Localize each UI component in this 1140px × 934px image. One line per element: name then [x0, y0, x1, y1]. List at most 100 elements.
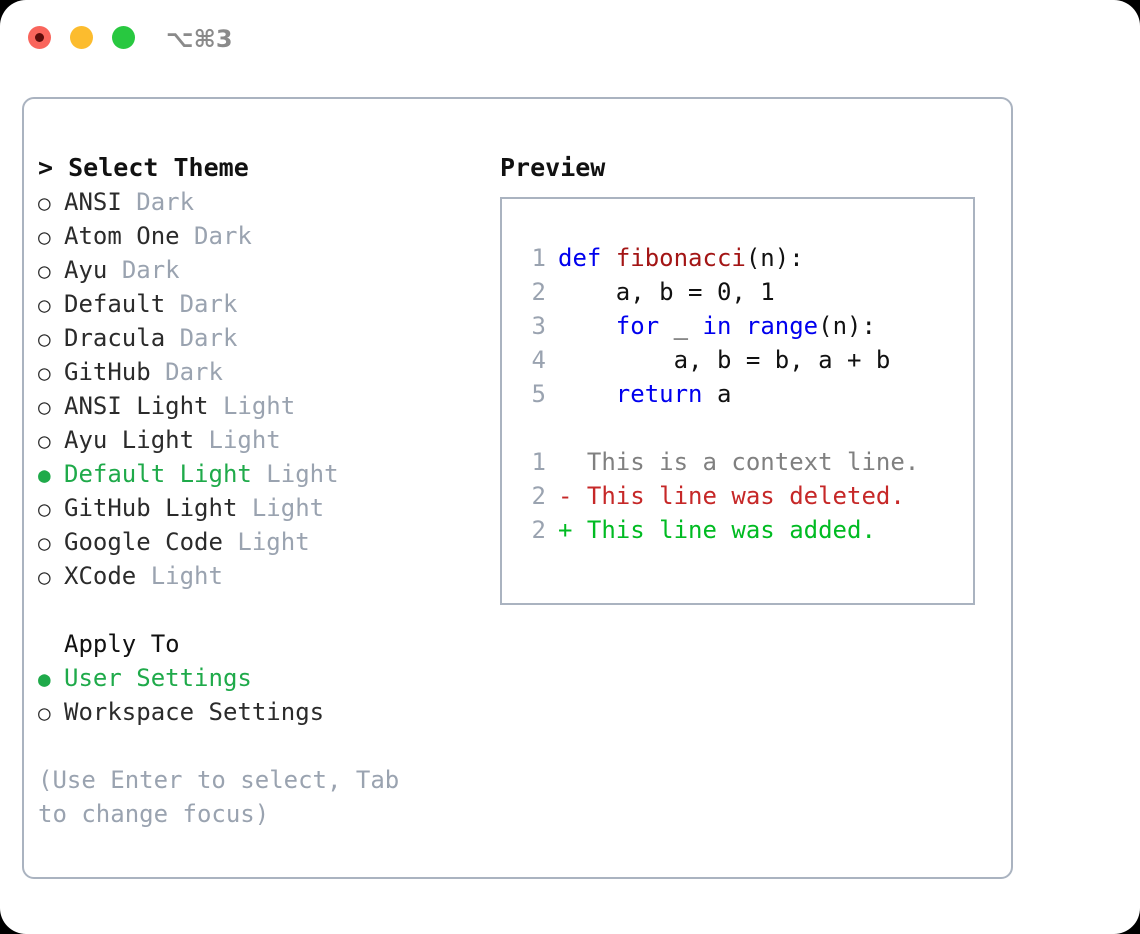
spacer	[194, 423, 208, 457]
theme-category-badge: Light	[237, 528, 310, 556]
theme-category-badge: Dark	[179, 324, 238, 352]
code-line: 5 return a	[516, 377, 919, 411]
main-panel: > Select Theme ○ANSI Dark○Atom One Dark○…	[22, 97, 1013, 879]
theme-name: Dracula	[64, 324, 166, 352]
code-line-content: for _ in range(n):	[558, 309, 876, 343]
diff-line: 1 This is a context line.	[516, 445, 920, 479]
line-number: 4	[531, 346, 546, 374]
close-button-icon[interactable]	[28, 26, 51, 49]
theme-name: Atom One	[64, 222, 180, 250]
theme-list-item[interactable]: ○ XCode Light	[38, 559, 488, 593]
minimize-button-icon[interactable]	[70, 26, 93, 49]
line-number: 1	[531, 244, 546, 272]
code-line: 2 a, b = 0, 1	[516, 275, 919, 309]
diff-sign: -	[558, 482, 573, 510]
theme-list-item[interactable]: ● Default Light Light	[38, 457, 488, 491]
theme-list-item[interactable]: ○Atom One Dark	[38, 219, 488, 253]
line-number: 2	[531, 516, 546, 544]
spacer	[122, 185, 136, 219]
spacer	[136, 559, 150, 593]
radio-unselected-icon[interactable]: ○	[38, 565, 51, 589]
spacer	[165, 287, 179, 321]
theme-category-badge: Dark	[121, 256, 180, 284]
theme-name: Google Code	[64, 528, 223, 556]
code-line-content: return a	[558, 377, 732, 411]
apply-to-label: Apply To	[64, 630, 180, 658]
code-token: _	[659, 312, 703, 340]
theme-list[interactable]: ○ANSI Dark○Atom One Dark○Ayu Dark○Defaul…	[38, 185, 488, 593]
theme-category-badge: Dark	[179, 290, 238, 318]
theme-list-item[interactable]: ○ Google Code Light	[38, 525, 488, 559]
radio-unselected-icon[interactable]: ○	[38, 293, 51, 317]
theme-category-badge: Light	[150, 562, 223, 590]
prompt-caret-icon: >	[38, 153, 54, 182]
code-token: fibonacci	[615, 244, 746, 272]
theme-list-item[interactable]: ○Ayu Dark	[38, 253, 488, 287]
keyboard-hint-text: (Use Enter to select, Tab to change focu…	[38, 766, 400, 828]
spacer	[223, 525, 237, 559]
theme-list-item[interactable]: ○GitHub Dark	[38, 355, 488, 389]
theme-name: XCode	[64, 562, 137, 590]
code-token: a, b = b, a + b	[558, 346, 891, 374]
radio-unselected-icon[interactable]: ○	[38, 701, 51, 725]
diff-line-text: This line was added.	[572, 516, 876, 544]
page-title: Select Theme	[68, 153, 249, 182]
apply-to-option[interactable]: ○ Workspace Settings	[38, 695, 488, 729]
theme-category-badge: Light	[251, 494, 325, 522]
code-line: 1 def fibonacci(n):	[516, 241, 919, 275]
radio-unselected-icon[interactable]: ○	[38, 361, 51, 385]
diff-line: 2+ This line was added.	[516, 513, 919, 547]
radio-unselected-icon[interactable]: ○	[38, 497, 51, 521]
spacer	[209, 389, 223, 423]
theme-list-item[interactable]: ○ ANSI Light Light	[38, 389, 488, 423]
theme-list-item[interactable]: ○ Default Dark	[38, 287, 488, 321]
code-token: range	[745, 312, 819, 340]
code-token	[558, 312, 616, 340]
theme-category-badge: Light	[222, 392, 296, 420]
theme-name: ANSI Light	[64, 392, 209, 420]
radio-selected-icon[interactable]: ●	[38, 463, 51, 487]
code-token: def	[558, 244, 602, 272]
radio-unselected-icon[interactable]: ○	[38, 191, 51, 215]
spacer	[165, 321, 179, 355]
apply-to-options[interactable]: ● User Settings ○ Workspace Settings	[38, 661, 488, 729]
theme-name: Default	[64, 290, 166, 318]
diff-line-text: This line was deleted.	[572, 482, 905, 510]
radio-selected-icon[interactable]: ●	[38, 667, 51, 691]
radio-unselected-icon[interactable]: ○	[38, 259, 51, 283]
theme-picker-header: > Select Theme	[38, 151, 488, 185]
apply-to-option-label: User Settings	[64, 664, 252, 692]
line-number: 1	[531, 448, 546, 476]
theme-list-item[interactable]: ○ Dracula Dark	[38, 321, 488, 355]
preview-title: Preview	[500, 153, 606, 182]
theme-name: Default Light	[64, 460, 252, 488]
radio-unselected-icon[interactable]: ○	[38, 225, 51, 249]
theme-category-badge: Light	[266, 460, 339, 488]
spacer	[107, 253, 121, 287]
code-token: (n):	[818, 312, 876, 340]
theme-name: ANSI	[64, 188, 122, 216]
diff-line-text: This is a context line.	[572, 448, 920, 476]
theme-list-item[interactable]: ○ ANSI Dark	[38, 185, 488, 219]
radio-unselected-icon[interactable]: ○	[38, 531, 51, 555]
code-token: (n):	[745, 244, 804, 272]
code-line-content: a, b = 0, 1	[558, 275, 775, 309]
diff-sign	[558, 445, 572, 479]
theme-category-badge: Light	[208, 426, 281, 454]
apply-to-option[interactable]: ● User Settings	[38, 661, 488, 695]
line-number: 5	[531, 380, 546, 408]
apply-to-option-label: Workspace Settings	[64, 698, 325, 726]
maximize-button-icon[interactable]	[112, 26, 135, 49]
line-number: 2	[531, 278, 546, 306]
theme-category-badge: Dark	[136, 188, 195, 216]
theme-list-item[interactable]: ○GitHub Light Light	[38, 491, 488, 525]
radio-unselected-icon[interactable]: ○	[38, 395, 51, 419]
radio-unselected-icon[interactable]: ○	[38, 327, 51, 351]
theme-name: GitHub	[64, 358, 151, 386]
code-line: 3 for _ in range(n):	[516, 309, 919, 343]
radio-unselected-icon[interactable]: ○	[38, 429, 51, 453]
code-line-content: a, b = b, a + b	[558, 343, 891, 377]
theme-list-item[interactable]: ○Ayu Light Light	[38, 423, 488, 457]
